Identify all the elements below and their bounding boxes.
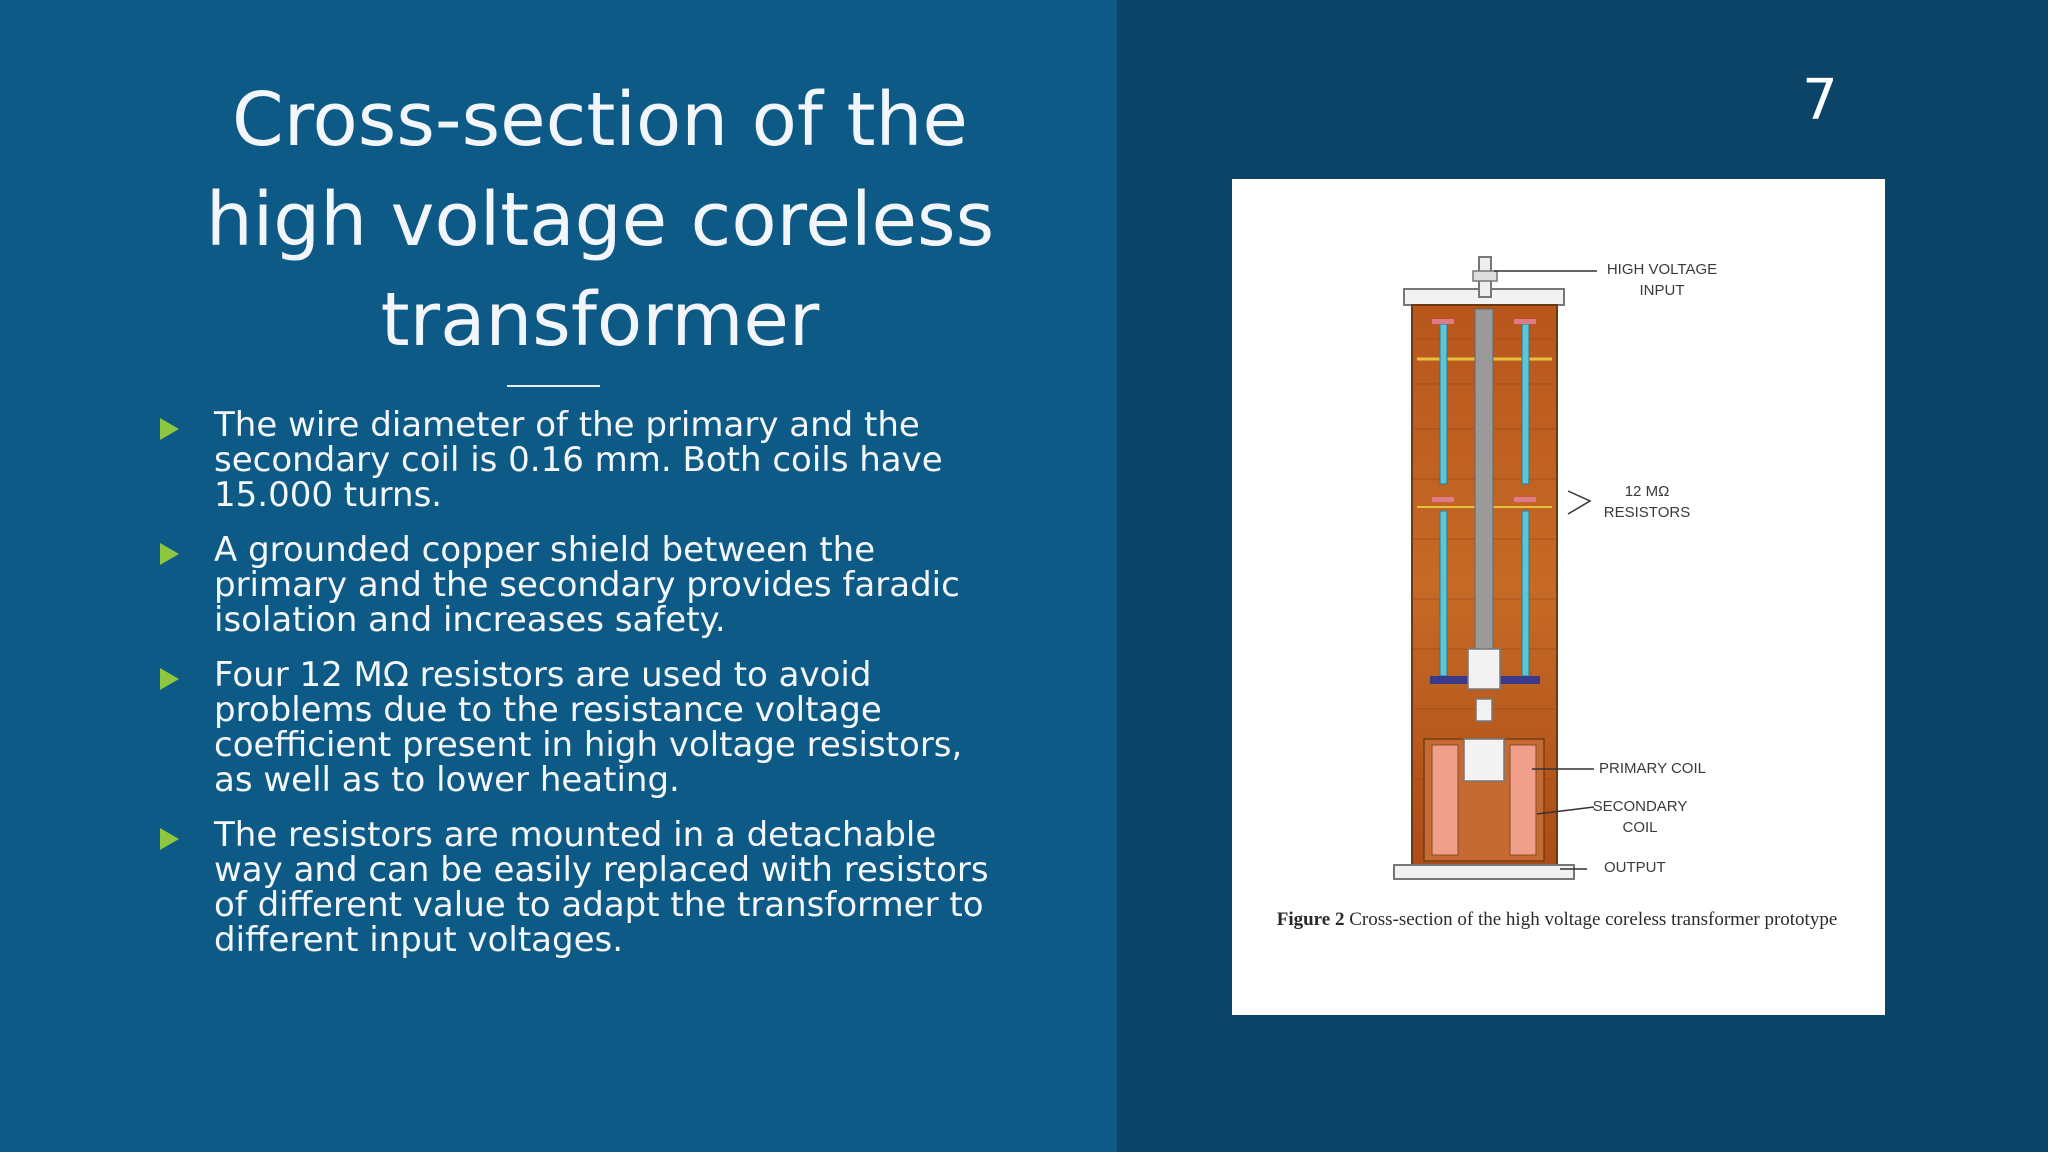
label-hv-input-line2: INPUT (1639, 282, 1685, 299)
bullet-arrow-icon (160, 418, 179, 440)
caption-prefix: Figure 2 (1276, 909, 1345, 930)
bullet-arrow-icon (160, 543, 179, 565)
label-output-text: OUTPUT (1604, 859, 1666, 876)
label-resistors: 12 MΩ RESISTORS (1597, 481, 1697, 523)
figure-caption: Figure 2 Cross-section of the high volta… (1272, 908, 1842, 932)
title-underline (507, 385, 600, 387)
bullet-item: Four 12 MΩ resistors are used to avoid p… (150, 658, 1010, 798)
slide-number: 7 (1802, 68, 1838, 133)
transformer-figure: HIGH VOLTAGE INPUT 12 MΩ RESISTORS PRIMA… (1232, 179, 1885, 1015)
left-panel (0, 0, 1117, 1152)
label-output: OUTPUT (1604, 857, 1684, 878)
bullet-item: The wire diameter of the primary and the… (150, 408, 1010, 513)
label-hv-input: HIGH VOLTAGE INPUT (1602, 259, 1722, 301)
bullet-text: The resistors are mounted in a detachabl… (214, 815, 989, 960)
bullet-item: A grounded copper shield between the pri… (150, 533, 1010, 638)
bullet-text: The wire diameter of the primary and the… (214, 405, 943, 515)
label-primary-coil-text: PRIMARY COIL (1599, 760, 1706, 777)
slide-title: Cross-section of the high voltage corele… (205, 77, 995, 363)
label-secondary-coil: SECONDARY COIL (1590, 796, 1690, 838)
bullet-text: A grounded copper shield between the pri… (214, 530, 960, 640)
label-hv-input-line1: HIGH VOLTAGE (1606, 261, 1718, 278)
transformer-cross-section-drawing (1393, 256, 1597, 880)
bullet-list: The wire diameter of the primary and the… (150, 408, 1010, 978)
label-resistors-line1: 12 MΩ (1624, 483, 1670, 500)
caption-text: Cross-section of the high voltage corele… (1349, 909, 1838, 930)
label-resistors-line2: RESISTORS (1603, 504, 1691, 521)
label-secondary-line1: SECONDARY (1592, 798, 1688, 815)
bullet-arrow-icon (160, 668, 179, 690)
bullet-item: The resistors are mounted in a detachabl… (150, 818, 1010, 958)
bullet-text: Four 12 MΩ resistors are used to avoid p… (214, 655, 963, 800)
label-secondary-line2: COIL (1622, 819, 1658, 836)
bullet-arrow-icon (160, 828, 179, 850)
label-primary-coil: PRIMARY COIL (1599, 758, 1719, 779)
